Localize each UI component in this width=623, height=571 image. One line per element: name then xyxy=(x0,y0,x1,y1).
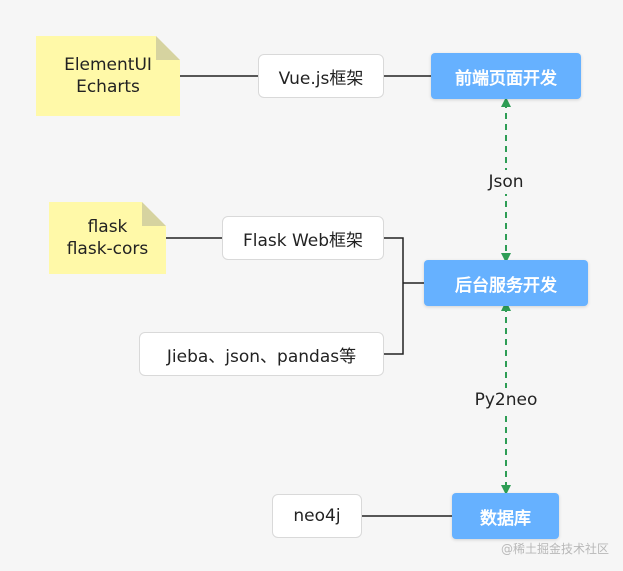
note-line-elementui: ElementUI xyxy=(64,55,152,75)
watermark-text: @稀土掘金技术社区 xyxy=(500,542,609,556)
note-frontend-libs: ElementUI Echarts xyxy=(36,36,180,116)
note-line-echarts: Echarts xyxy=(76,77,140,97)
edge-label-py2neo: Py2neo xyxy=(470,388,542,412)
note-line-flask-cors: flask-cors xyxy=(66,239,149,259)
box-neo4j: neo4j xyxy=(272,494,362,538)
connector-flask-libs-bracket xyxy=(384,237,404,355)
box-frontend-development: 前端页面开发 xyxy=(431,53,581,99)
box-flask-web-framework: Flask Web框架 xyxy=(222,216,384,260)
box-vue-framework: Vue.js框架 xyxy=(258,54,384,98)
note-backend-libs: flask flask-cors xyxy=(49,202,166,274)
box-backend-service: 后台服务开发 xyxy=(424,260,588,306)
note-fold-corner xyxy=(156,36,180,60)
note-line-flask: flask xyxy=(87,217,128,237)
edge-label-json: Json xyxy=(484,170,528,194)
note-fold-corner xyxy=(142,202,166,226)
box-database: 数据库 xyxy=(452,493,559,539)
box-python-libraries: Jieba、json、pandas等 xyxy=(139,332,384,376)
